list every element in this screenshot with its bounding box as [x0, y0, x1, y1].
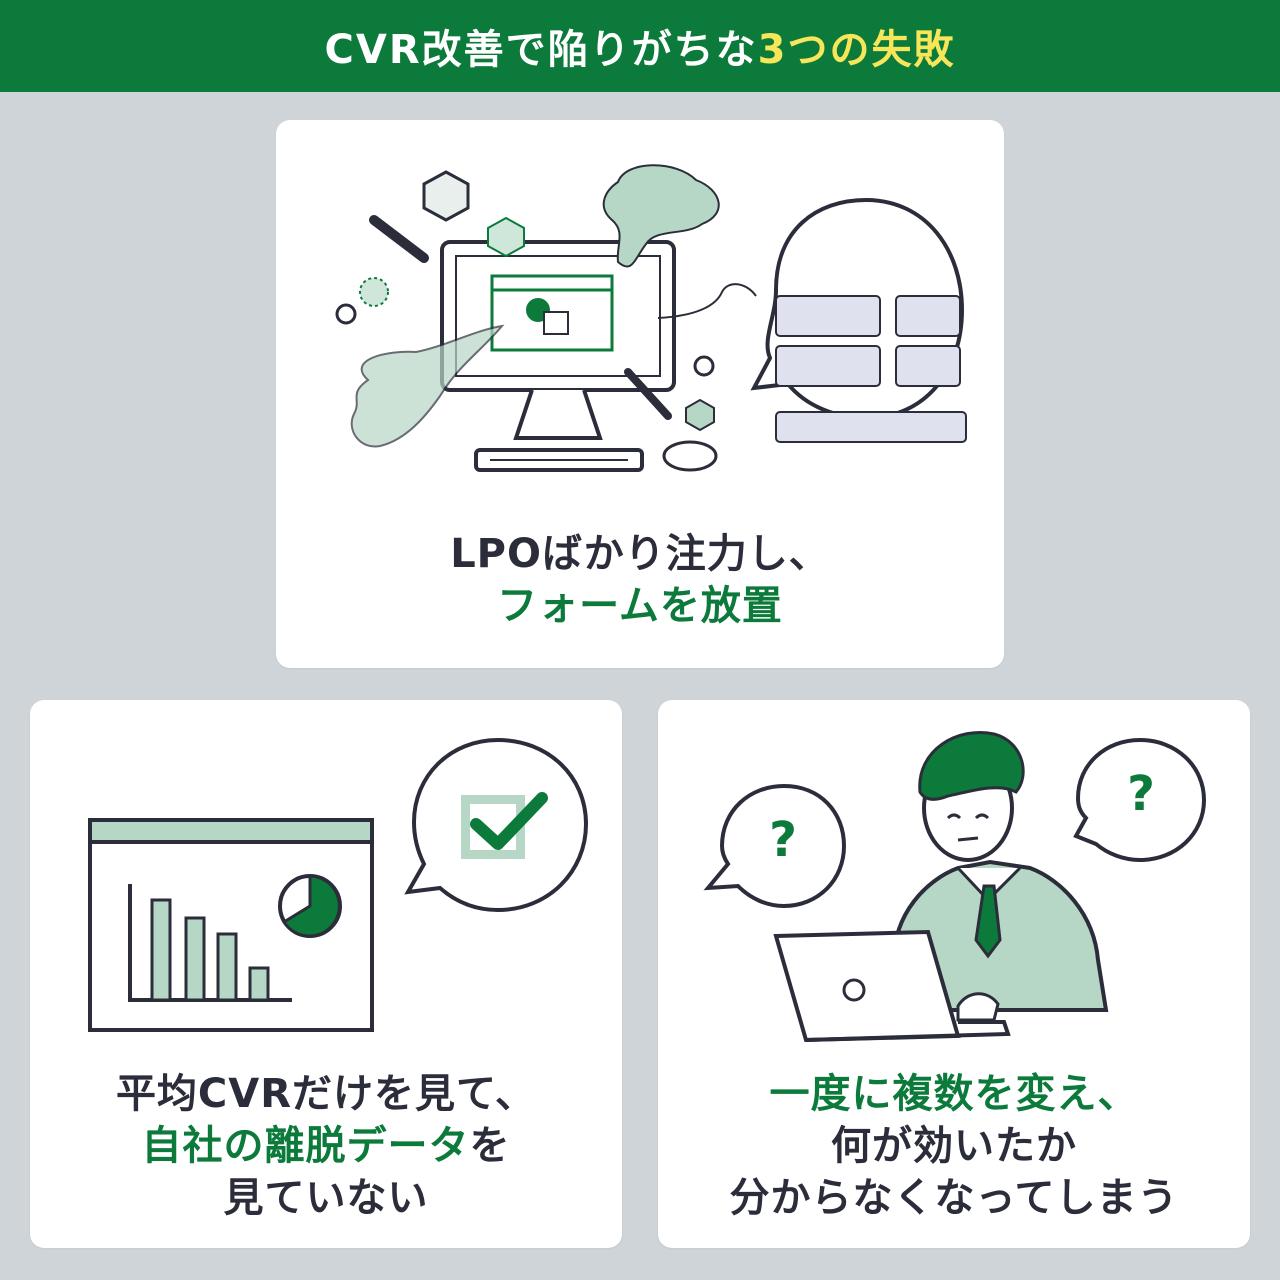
card3-line2: 何が効いたか: [831, 1123, 1077, 1169]
card3-line1: 一度に複数を変え、: [769, 1071, 1139, 1117]
card-average-cvr: 平均CVRだけを見て、 自社の離脱データを 見ていない: [30, 700, 622, 1248]
question-mark-right-icon: ?: [1127, 766, 1155, 822]
card-lpo-form: LPOばかり注力し、 フォームを放置: [276, 120, 1004, 668]
necktie-icon: [974, 884, 1002, 959]
cube-icon: [422, 170, 470, 222]
bar-3: [216, 932, 238, 1002]
confused-businessman-illustration: [703, 731, 1207, 1043]
card3-caption: 一度に複数を変え、 何が効いたか 分からなくなってしまう: [658, 1068, 1250, 1224]
bar-4: [248, 966, 270, 1002]
checkmark-icon: [470, 792, 548, 850]
card2-line3: 見ていない: [223, 1175, 429, 1221]
dashboard-illustration: [88, 737, 589, 1032]
card2-line2-tail: を: [469, 1123, 511, 1169]
question-bubble-right: [1073, 737, 1207, 863]
chart-axes: [128, 884, 292, 1002]
card2-line1: 平均CVRだけを見て、: [115, 1071, 537, 1117]
header-title-highlight: 3つの失敗: [757, 27, 956, 73]
question-mark-left-icon: ?: [769, 812, 797, 868]
card2-caption: 平均CVRだけを見て、 自社の離脱データを 見ていない: [30, 1068, 622, 1224]
question-bubble-left: [703, 783, 847, 909]
card1-line1: LPOばかり注力し、: [450, 531, 830, 577]
header-title-main: CVR改善で陥りがちな: [324, 27, 758, 73]
computer-illustration: [335, 164, 967, 472]
hair-icon: [918, 731, 1025, 801]
card3-line3: 分からなくなってしまう: [729, 1175, 1179, 1221]
card-multiple-changes: ? ? 一度に複数を変え、 何が効いたか 分からなくなってしまう: [658, 700, 1250, 1248]
card1-line2: フォームを放置: [497, 583, 783, 629]
bar-2: [184, 916, 206, 1002]
card1-caption: LPOばかり注力し、 フォームを放置: [276, 528, 1004, 632]
laptop-icon: [773, 929, 961, 1043]
card2-line2-highlight: 自社の離脱データ: [141, 1123, 470, 1169]
bar-1: [150, 898, 172, 1002]
